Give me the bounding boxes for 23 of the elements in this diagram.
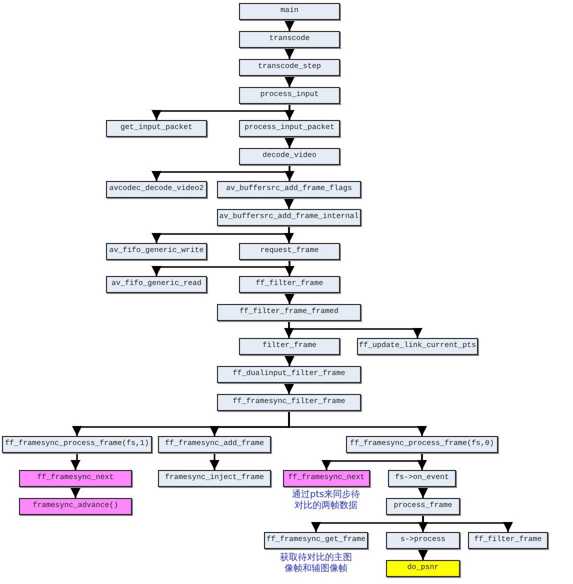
arrow: [284, 293, 294, 304]
arrow: [284, 20, 294, 31]
arrow: [284, 104, 294, 120]
arrow: [284, 260, 294, 276]
arrow: [284, 165, 294, 181]
arrow: [284, 355, 294, 366]
arrow: [288, 321, 422, 338]
arrow: [284, 226, 294, 243]
arrow: [284, 137, 294, 148]
annotation-text: 获取待对比的主图像帧和辅图像帧: [280, 553, 352, 575]
annotation-text: 通过pts来同步待对比的两帧数据: [291, 490, 361, 512]
arrow: [418, 487, 428, 498]
arrow: [284, 48, 294, 59]
arrow: [284, 383, 294, 394]
arrow: [288, 411, 427, 436]
arrow: [284, 76, 294, 87]
arrow: [418, 549, 428, 560]
arrow: [70, 453, 80, 470]
arrow: [70, 487, 80, 498]
arrow: [422, 515, 513, 532]
arrow: [417, 453, 427, 470]
arrow: [284, 198, 294, 209]
arrow: [210, 453, 220, 470]
